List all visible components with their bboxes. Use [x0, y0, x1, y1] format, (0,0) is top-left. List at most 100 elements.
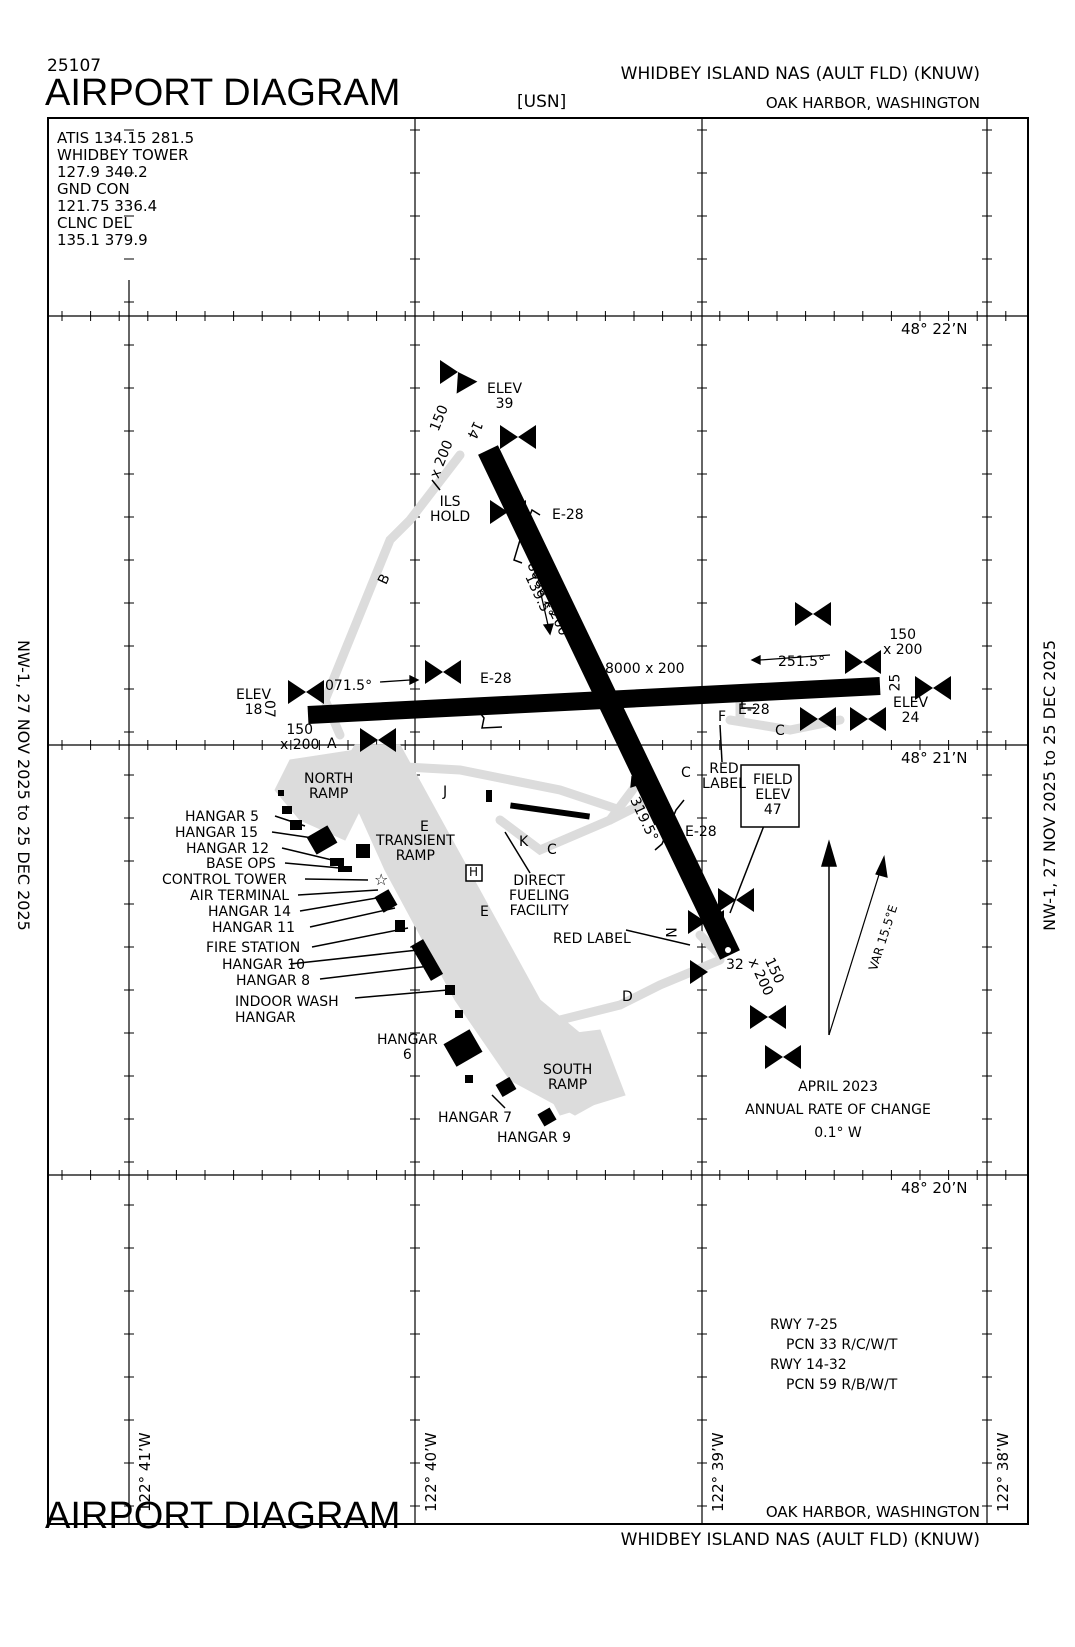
- rwy-7-25-dimensions: 8000 x 200: [605, 661, 685, 677]
- arresting-gear-label-3: E-28: [738, 702, 770, 718]
- freq-tower-label: WHIDBEY TOWER: [57, 146, 189, 164]
- north-ramp-label: NORTH RAMP: [304, 772, 353, 802]
- rwy-25-width-b: x 200: [883, 642, 923, 658]
- label-control-tower: CONTROL TOWER: [162, 872, 287, 888]
- taxiway-c-label-1: C: [547, 842, 557, 858]
- lon-label-41: 122° 41’W: [136, 1432, 154, 1512]
- pcn-rwy-14-32: RWY 14-32: [770, 1357, 847, 1373]
- red-label-1-b: LABEL: [702, 776, 746, 792]
- ils-hold-label: ILS HOLD: [430, 495, 470, 525]
- taxiway-a-label: A: [327, 736, 337, 752]
- label-hangar-10: HANGAR 10: [222, 957, 305, 973]
- page-title: AIRPORT DIAGRAM: [45, 72, 401, 114]
- indoor-wash: [455, 1010, 463, 1018]
- rwy-07-end: 07: [261, 700, 277, 718]
- label-base-ops: BASE OPS: [206, 856, 276, 872]
- taxiway-j: [365, 760, 625, 815]
- elev-39-label: ELEV 39: [487, 382, 522, 412]
- elev-24-text: ELEV 24: [893, 695, 929, 726]
- footer-airport-name: WHIDBEY ISLAND NAS (AULT FLD) (KNUW): [620, 1530, 980, 1550]
- hangar-5: [306, 825, 338, 855]
- elev-18-label: ELEV 18: [236, 688, 271, 718]
- taxiway-lines: [320, 450, 845, 1035]
- label-hangar-7: HANGAR 7: [438, 1110, 513, 1126]
- footer-title: AIRPORT DIAGRAM: [45, 1495, 401, 1537]
- frequency-block: ATIS 134.15 281.5 WHIDBEY TOWER 127.9 34…: [57, 130, 194, 249]
- heading-071-label: 071.5°: [325, 678, 373, 694]
- label-indoor-wash: INDOOR WASH: [235, 994, 339, 1010]
- heliport-box: [465, 864, 483, 882]
- ils-hold-a: ILS: [439, 494, 461, 510]
- north-ramp-b: RAMP: [309, 786, 349, 802]
- lon-label-40: 122° 40’W: [422, 1432, 440, 1512]
- north-ramp: [274, 749, 371, 841]
- variation-rate-label: ANNUAL RATE OF CHANGE: [745, 1102, 931, 1118]
- bldg-small: [278, 790, 284, 796]
- lat-label-22: 48° 22’N: [901, 320, 968, 338]
- label-hangar-14: HANGAR 14: [208, 904, 291, 920]
- effective-dates-left: NW-1, 27 NOV 2025 to 25 DEC 2025: [14, 640, 33, 931]
- field-elev-box: [740, 764, 800, 828]
- transient-ramp-a: TRANSIENT: [376, 833, 455, 849]
- label-indoor-wash-hangar: HANGAR: [235, 1010, 296, 1026]
- rwy-25-width-a: 150: [889, 627, 917, 643]
- field-elev-a: FIELD: [753, 772, 793, 788]
- label-fire-station: FIRE STATION: [206, 940, 301, 956]
- freq-gnd-label: GND CON: [57, 180, 130, 198]
- pcn-rwy-14-32-value: PCN 59 R/B/W/T: [786, 1377, 898, 1393]
- label-hangar-6: HANGAR 6: [377, 1033, 438, 1063]
- runway-32-end-marker: [725, 947, 731, 953]
- direct-fueling-c: FACILITY: [509, 903, 569, 919]
- heliport-label: H: [469, 865, 479, 879]
- field-elev-label: FIELD ELEV 47: [753, 773, 793, 818]
- bldg-small: [290, 820, 302, 830]
- direct-fueling-label: DIRECT FUELING FACILITY: [509, 874, 569, 919]
- hangar-14: [374, 889, 398, 913]
- arresting-gear-label-1: E-28: [552, 507, 584, 523]
- variation-date: APRIL 2023: [798, 1079, 878, 1095]
- rwy-07-width-a: 150: [286, 722, 314, 738]
- lon-label-39: 122° 39’W: [709, 1432, 727, 1512]
- ils-hold-b: HOLD: [430, 509, 471, 525]
- south-ramp: [519, 1029, 626, 1116]
- taxiway-e-label-2: E: [480, 904, 489, 920]
- label-hangar-11: HANGAR 11: [212, 920, 295, 936]
- direct-fueling-b: FUELING: [509, 888, 570, 904]
- heading-251-label: 251.5°: [778, 654, 826, 670]
- taxiway-n-label: N: [664, 927, 681, 938]
- rwy-07-width-b: x 200: [280, 737, 320, 753]
- lat-label-21: 48° 21’N: [901, 749, 968, 767]
- taxiway-c-link: [605, 775, 645, 825]
- elev-24-label: ELEV 24: [893, 696, 928, 726]
- taxiway-j-label: J: [443, 784, 448, 800]
- arresting-gear-label-2: E-28: [480, 671, 512, 687]
- label-air-terminal: AIR TERMINAL: [190, 888, 290, 904]
- lat-label-20: 48° 20’N: [901, 1179, 968, 1197]
- label-hangar-5: HANGAR 5: [185, 809, 260, 825]
- rwy-07-width-label: 150 x 200: [280, 723, 319, 753]
- rwy-32-end: 32: [726, 957, 744, 973]
- field-elev-value: 47: [763, 802, 782, 818]
- airport-name: WHIDBEY ISLAND NAS (AULT FLD) (KNUW): [620, 64, 980, 84]
- hangar-15-bldg: [356, 844, 370, 858]
- direct-fueling-a: DIRECT: [513, 873, 566, 889]
- magnetic-variation-arrow: [828, 854, 888, 1036]
- field-elev-b: ELEV: [755, 787, 791, 803]
- label-leaders: [271, 479, 766, 1109]
- rwy-25-end: 25: [887, 673, 904, 692]
- label-hangar-6-a: HANGAR: [377, 1032, 438, 1048]
- label-hangar-15: HANGAR 15: [175, 825, 258, 841]
- taxiway-c-south: [495, 795, 655, 856]
- taxiway-f-label: F: [718, 709, 727, 725]
- freq-gnd: 121.75 336.4: [57, 197, 158, 215]
- red-label-1-a: RED: [709, 761, 739, 777]
- hangar-12: [330, 858, 344, 866]
- label-hangar-12: HANGAR 12: [186, 841, 269, 857]
- hangar-6: [443, 1029, 483, 1067]
- runway-light-bowties: [288, 360, 951, 1069]
- bldg-small: [486, 790, 492, 802]
- hangar-8: [445, 985, 455, 995]
- south-ramp-b: RAMP: [547, 1077, 588, 1093]
- hangar-10: [410, 939, 444, 981]
